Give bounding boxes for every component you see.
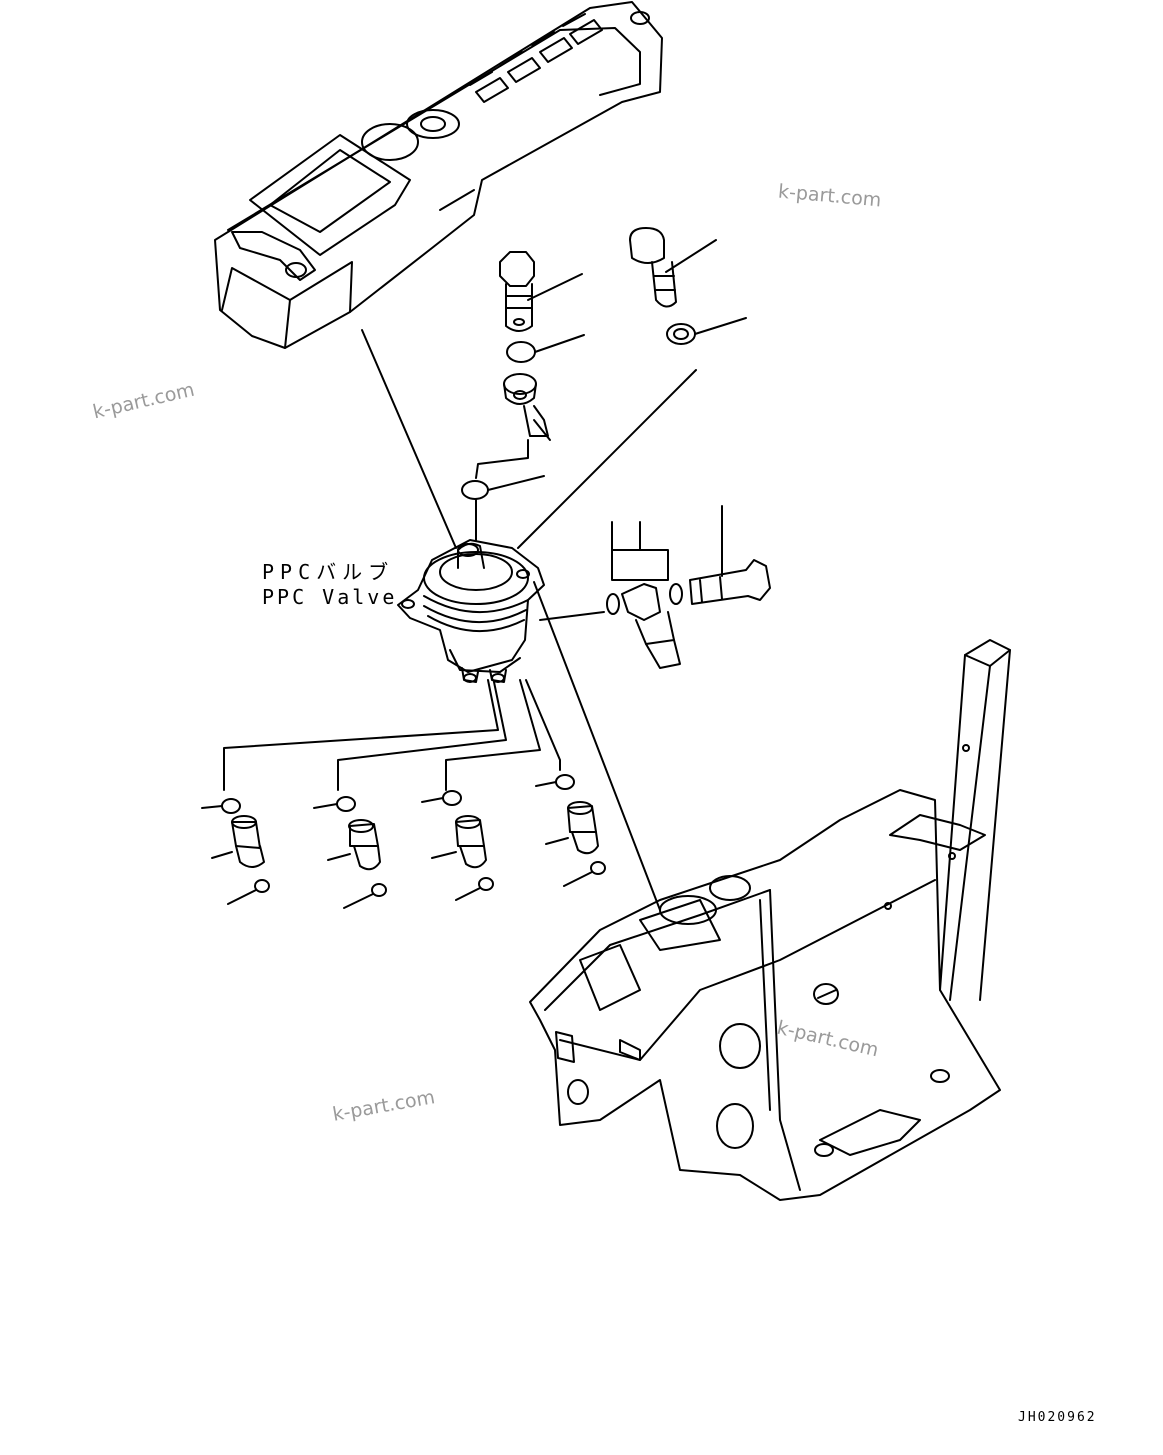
hollow-bolt (461, 251, 585, 541)
console-stand (529, 639, 1011, 1201)
fitting-set-1 (201, 798, 270, 905)
fitting-set-3 (421, 790, 494, 901)
port-leaders (223, 679, 561, 791)
fitting-set-2 (313, 796, 387, 909)
ppc-valve-label-english: PPC Valve (262, 585, 398, 609)
elbow-fitting (539, 505, 771, 669)
drawing-code: JH020962 (1018, 1410, 1097, 1425)
console-cover (214, 1, 663, 349)
mounting-bolt (517, 227, 747, 549)
ppc-valve (397, 539, 545, 683)
ppc-valve-label-japanese: PPCバルブ (262, 560, 395, 584)
fitting-set-4 (535, 774, 606, 887)
